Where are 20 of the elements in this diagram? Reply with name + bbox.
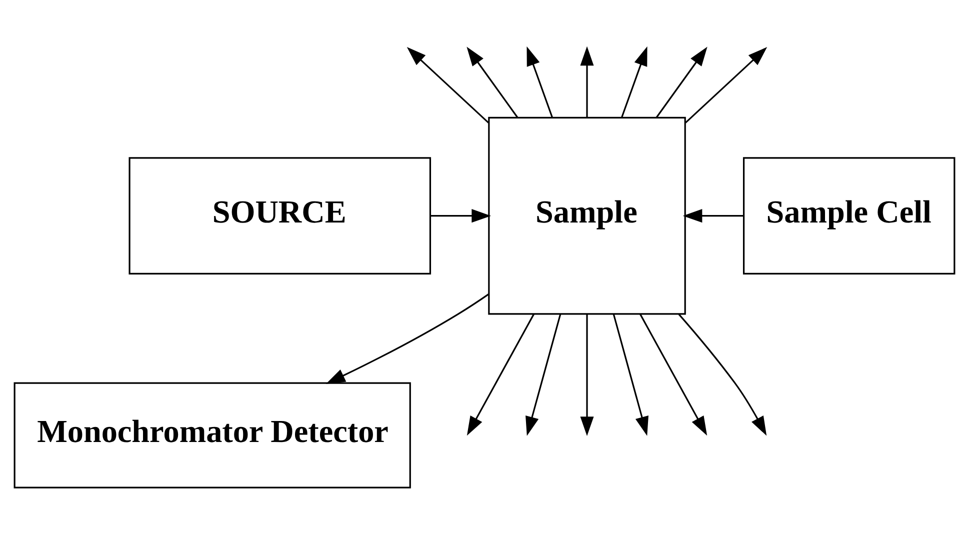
arrow <box>326 294 490 384</box>
arrow <box>526 314 562 436</box>
arrow <box>526 46 554 118</box>
arrow <box>466 46 518 118</box>
node-box: Monochromator Detector <box>14 382 411 488</box>
arrow <box>580 46 594 118</box>
arrow <box>430 209 491 223</box>
arrow <box>682 209 744 223</box>
arrow <box>678 314 767 436</box>
arrow <box>466 314 534 436</box>
arrow <box>580 314 594 436</box>
arrow <box>684 47 768 124</box>
node-box: SOURCE <box>128 157 432 274</box>
arrow <box>620 46 648 118</box>
node-box: Sample <box>488 116 686 315</box>
arrow <box>656 46 708 118</box>
arrow <box>406 47 490 124</box>
arrow <box>612 314 648 436</box>
node-box: Sample Cell <box>742 157 956 274</box>
arrow <box>640 314 708 436</box>
